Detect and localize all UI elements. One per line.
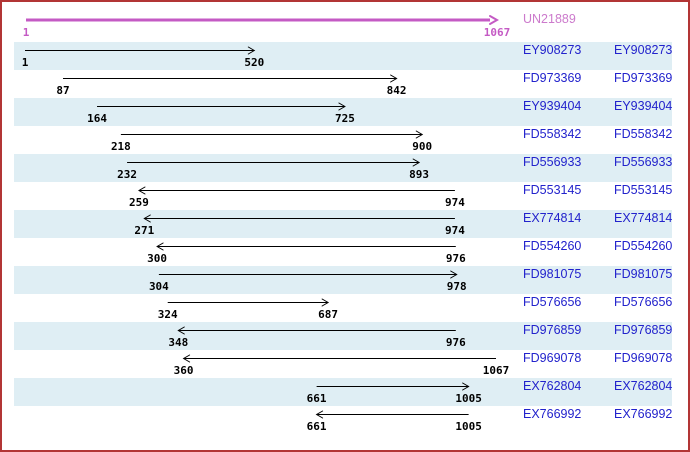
alignment-start-coord: 300 bbox=[147, 252, 168, 265]
alignment-arrow-icon bbox=[156, 242, 456, 251]
accession-link-right[interactable]: EX762804 bbox=[614, 379, 673, 393]
alignment-end-coord: 978 bbox=[446, 280, 467, 293]
alignment-row: 360 1067 FD969078 FD969078 bbox=[14, 350, 672, 378]
alignment-start-coord: 360 bbox=[173, 364, 194, 377]
accession-link-left[interactable]: EX766992 bbox=[523, 407, 582, 421]
accession-link-left[interactable]: EX774814 bbox=[523, 211, 582, 225]
accession-link-left[interactable]: FD981075 bbox=[523, 267, 582, 281]
accession-link-left[interactable]: FD576656 bbox=[523, 295, 582, 309]
alignment-row: 324 687 FD576656 FD576656 bbox=[14, 294, 672, 322]
alignment-row: 300 976 FD554260 FD554260 bbox=[14, 238, 672, 266]
accession-link-right[interactable]: FD554260 bbox=[614, 239, 673, 253]
accession-link-left[interactable]: FD976859 bbox=[523, 323, 582, 337]
alignment-start-coord: 304 bbox=[148, 280, 169, 293]
accession-link-left[interactable]: EY939404 bbox=[523, 99, 582, 113]
accession-link-left[interactable]: EX762804 bbox=[523, 379, 582, 393]
alignment-start-coord: 1 bbox=[21, 56, 29, 69]
accession-link-left[interactable]: FD969078 bbox=[523, 351, 582, 365]
alignment-row: 1 520 EY908273 EY908273 bbox=[14, 42, 672, 70]
alignment-row: 232 893 FD556933 FD556933 bbox=[14, 154, 672, 182]
alignment-arrow-icon bbox=[315, 410, 469, 419]
alignment-start-coord: 87 bbox=[56, 84, 70, 97]
alignment-row: 87 842 FD973369 FD973369 bbox=[14, 70, 672, 98]
alignment-row: 304 978 FD981075 FD981075 bbox=[14, 266, 672, 294]
alignment-arrow-icon bbox=[182, 354, 496, 363]
alignment-arrow-icon bbox=[143, 214, 455, 223]
alignment-arrow-icon bbox=[158, 270, 458, 279]
alignment-arrow-icon bbox=[25, 46, 256, 55]
alignment-end-coord: 893 bbox=[409, 168, 430, 181]
alignment-start-coord: 232 bbox=[117, 168, 137, 181]
alignment-end-coord: 520 bbox=[244, 56, 265, 69]
alignment-arrow-icon bbox=[177, 326, 456, 335]
accession-link-left[interactable]: FD558342 bbox=[523, 127, 582, 141]
alignment-start-coord: 218 bbox=[110, 140, 131, 153]
alignment-arrow-icon bbox=[127, 158, 421, 167]
accession-link-right[interactable]: EX774814 bbox=[614, 211, 673, 225]
alignment-start-coord: 324 bbox=[157, 308, 178, 321]
alignment-arrow-icon bbox=[138, 186, 455, 195]
accession-link-right[interactable]: EX766992 bbox=[614, 407, 673, 421]
accession-link-left[interactable]: FD973369 bbox=[523, 71, 582, 85]
alignment-end-coord: 1067 bbox=[482, 364, 510, 377]
accession-link-right[interactable]: FD969078 bbox=[614, 351, 673, 365]
alignment-start-coord: 661 bbox=[306, 420, 327, 433]
unigene-arrow-icon bbox=[26, 15, 500, 25]
alignment-row: 661 1005 EX762804 EX762804 bbox=[14, 378, 672, 406]
alignment-row: 348 976 FD976859 FD976859 bbox=[14, 322, 672, 350]
alignment-row: 218 900 FD558342 FD558342 bbox=[14, 126, 672, 154]
unigene-label: UN21889 bbox=[523, 12, 576, 26]
alignment-end-coord: 1005 bbox=[455, 420, 482, 433]
alignment-start-coord: 164 bbox=[87, 112, 107, 125]
accession-link-left[interactable]: FD553145 bbox=[523, 183, 582, 197]
alignment-arrow-icon bbox=[120, 130, 424, 139]
alignment-arrow-icon bbox=[316, 382, 470, 391]
accession-link-right[interactable]: FD576656 bbox=[614, 295, 673, 309]
accession-link-right[interactable]: FD976859 bbox=[614, 323, 673, 337]
alignment-end-coord: 976 bbox=[445, 252, 466, 265]
alignment-end-coord: 974 bbox=[444, 196, 465, 209]
alignment-arrow-icon bbox=[97, 102, 346, 111]
accession-link-left[interactable]: FD554260 bbox=[523, 239, 582, 253]
accession-link-right[interactable]: FD553145 bbox=[614, 183, 673, 197]
alignment-arrow-icon bbox=[167, 298, 330, 307]
alignment-row: 164 725 EY939404 EY939404 bbox=[14, 98, 672, 126]
alignment-start-coord: 661 bbox=[306, 392, 327, 405]
accession-link-left[interactable]: FD556933 bbox=[523, 155, 582, 169]
accession-link-right[interactable]: FD556933 bbox=[614, 155, 673, 169]
alignment-row: 661 1005 EX766992 EX766992 bbox=[14, 406, 672, 434]
accession-link-right[interactable]: EY939404 bbox=[614, 99, 673, 113]
accession-link-right[interactable]: FD558342 bbox=[614, 127, 673, 141]
accession-link-right[interactable]: FD973369 bbox=[614, 71, 673, 85]
alignment-end-coord: 1005 bbox=[455, 392, 482, 405]
alignment-start-coord: 348 bbox=[168, 336, 189, 349]
alignment-start-coord: 259 bbox=[129, 196, 149, 209]
unigene-end-coord: 1067 bbox=[483, 26, 511, 39]
alignment-row: 259 974 FD553145 FD553145 bbox=[14, 182, 672, 210]
alignment-row: 271 974 EX774814 EX774814 bbox=[14, 210, 672, 238]
alignment-arrow-icon bbox=[62, 74, 398, 83]
alignment-rows: 1 520 EY908273 EY908273 87 842 FD973369 … bbox=[2, 42, 688, 434]
alignment-end-coord: 687 bbox=[318, 308, 339, 321]
alignment-end-coord: 976 bbox=[445, 336, 466, 349]
alignment-end-coord: 900 bbox=[412, 140, 433, 153]
alignment-end-coord: 842 bbox=[386, 84, 407, 97]
alignment-start-coord: 271 bbox=[134, 224, 155, 237]
alignment-end-coord: 725 bbox=[334, 112, 355, 125]
accession-link-right[interactable]: FD981075 bbox=[614, 267, 673, 281]
accession-link-right[interactable]: EY908273 bbox=[614, 43, 673, 57]
unigene-row: 1 1067 UN21889 bbox=[2, 2, 688, 42]
unigene-start-coord: 1 bbox=[22, 26, 30, 39]
alignment-end-coord: 974 bbox=[444, 224, 465, 237]
accession-link-left[interactable]: EY908273 bbox=[523, 43, 582, 57]
